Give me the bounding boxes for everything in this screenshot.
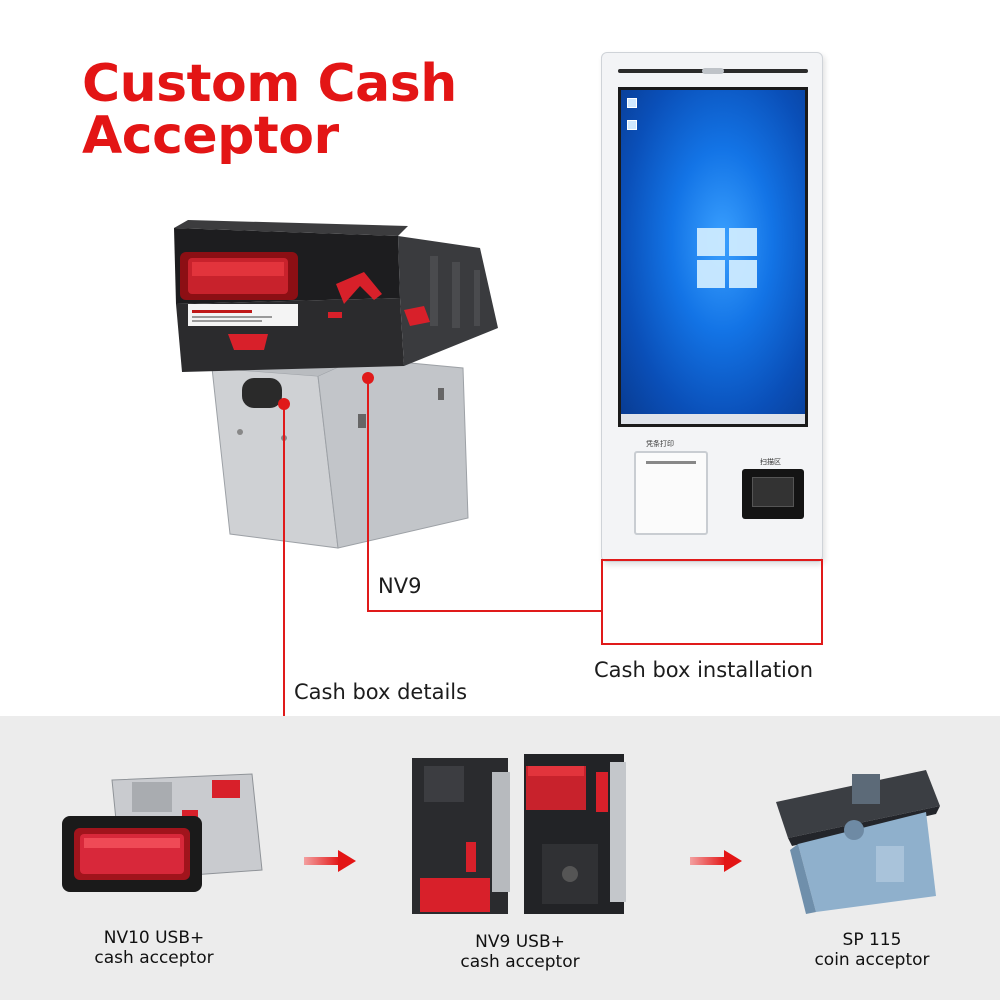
sp115-caption-line1: SP 115 bbox=[842, 930, 902, 950]
nv9-pair-drawing bbox=[412, 754, 626, 914]
nv9-caption: NV9 USB+ cash acceptor bbox=[452, 932, 588, 972]
sp115-drawing bbox=[776, 770, 940, 914]
callout-line-nv9-vertical bbox=[367, 378, 369, 612]
page-title: Custom Cash Acceptor bbox=[82, 58, 457, 162]
callout-line-nv9-horizontal bbox=[367, 610, 603, 612]
nv9-caption-line1: NV9 USB+ bbox=[475, 932, 565, 952]
arrow-right-icon bbox=[304, 850, 356, 872]
desktop-icon bbox=[627, 120, 637, 130]
desktop-icon bbox=[627, 98, 637, 108]
nv10-caption-line2: cash acceptor bbox=[94, 948, 214, 968]
nv9-product-image bbox=[404, 752, 640, 920]
nv9-device-image bbox=[168, 218, 508, 550]
sp115-product-image bbox=[776, 766, 946, 916]
sp115-caption: SP 115 coin acceptor bbox=[802, 930, 942, 970]
nv9-caption-line2: cash acceptor bbox=[460, 952, 580, 972]
title-line-2: Acceptor bbox=[82, 106, 339, 166]
cash-box-details-label: Cash box details bbox=[294, 680, 468, 704]
sp115-caption-line2: coin acceptor bbox=[814, 950, 930, 970]
nv9-label: NV9 bbox=[378, 574, 422, 598]
kiosk-camera bbox=[702, 68, 724, 74]
nv10-drawing bbox=[62, 773, 263, 892]
scanner-window bbox=[752, 477, 794, 507]
windows-logo-icon bbox=[697, 228, 757, 288]
receipt-printer bbox=[634, 451, 708, 535]
cash-box-installation-frame bbox=[601, 559, 823, 645]
scanner-label: 扫描区 bbox=[760, 458, 781, 466]
nv10-caption-line1: NV10 USB+ bbox=[103, 928, 205, 948]
barcode-scanner bbox=[742, 469, 804, 519]
printer-slot bbox=[646, 461, 696, 464]
kiosk-screen bbox=[618, 87, 808, 427]
title-line-1: Custom Cash bbox=[82, 54, 457, 114]
kiosk-terminal-image: 凭条打印 扫描区 bbox=[601, 52, 823, 562]
nv10-caption: NV10 USB+ cash acceptor bbox=[84, 928, 224, 968]
cash-box-installation-label: Cash box installation bbox=[594, 658, 814, 682]
callout-line-details bbox=[283, 404, 285, 716]
arrow-right-icon bbox=[690, 850, 742, 872]
nv9-device-drawing bbox=[174, 220, 498, 549]
taskbar bbox=[621, 414, 805, 424]
nv10-product-image bbox=[62, 770, 272, 900]
printer-label: 凭条打印 bbox=[646, 440, 674, 448]
